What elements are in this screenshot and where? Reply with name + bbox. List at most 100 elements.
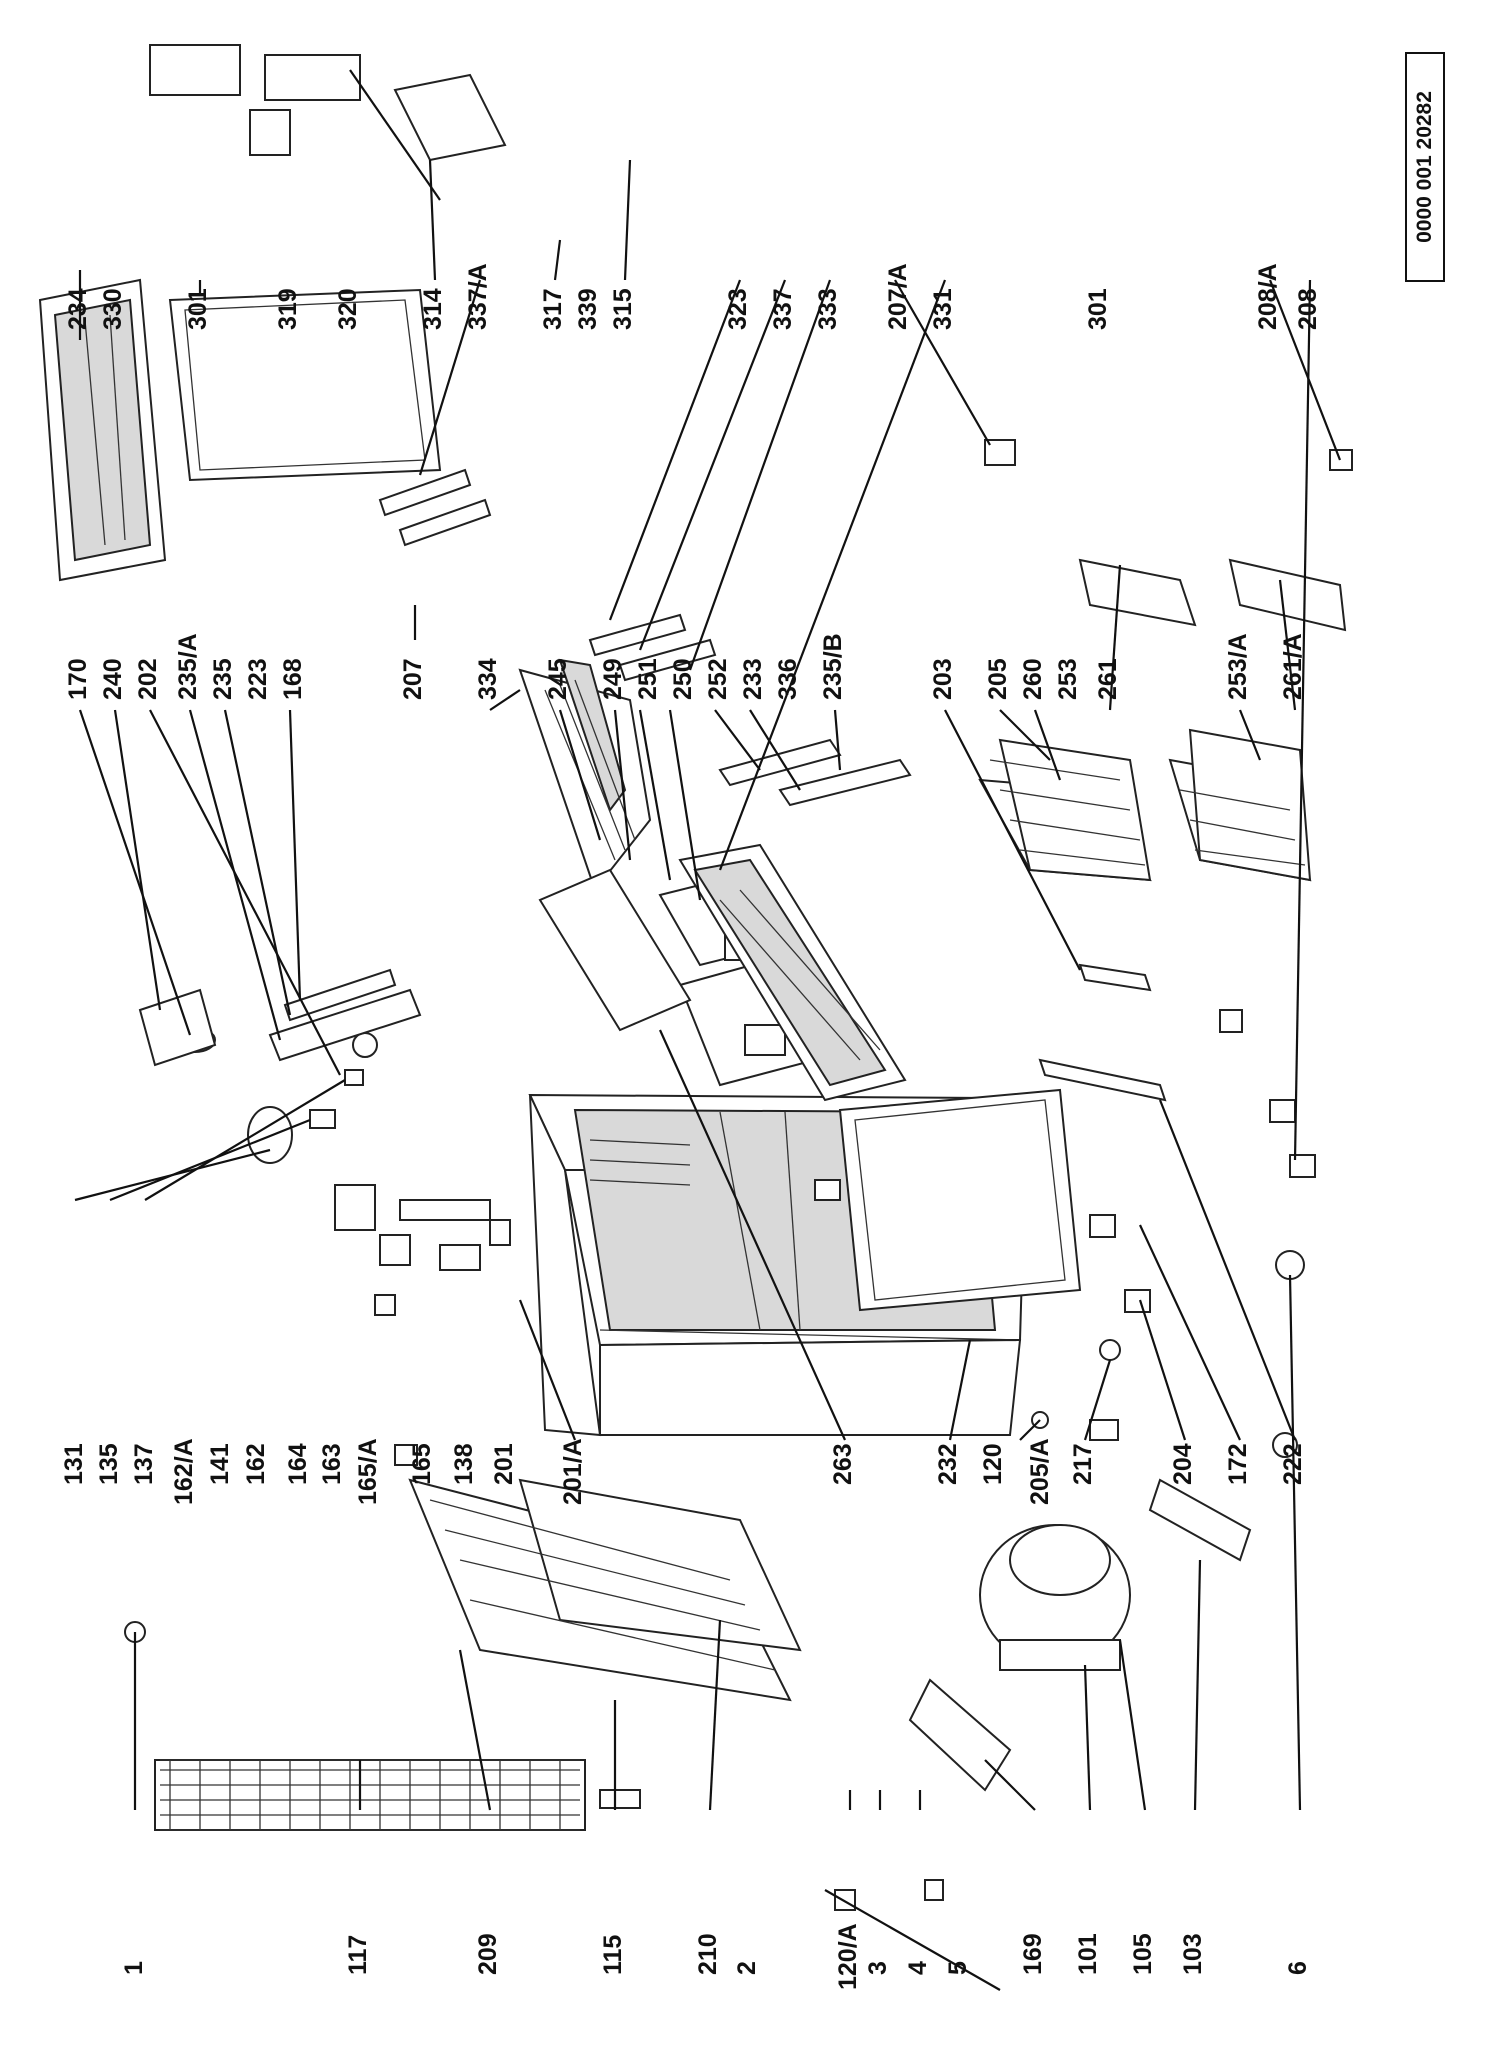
label-2: 2: [733, 1961, 761, 1975]
label-223: 223: [244, 658, 272, 700]
condenser-117: [154, 1759, 586, 1831]
basket-253: [978, 738, 1152, 882]
label-235b: 235/B: [819, 633, 847, 700]
label-240: 240: [99, 658, 127, 700]
label-205: 205: [984, 658, 1012, 700]
label-253: 253: [1054, 658, 1082, 700]
label-234: 234: [64, 288, 92, 330]
label-105: 105: [1129, 1933, 1157, 1975]
label-319: 319: [274, 288, 302, 330]
label-333: 333: [814, 288, 842, 330]
label-337: 337: [769, 288, 797, 330]
label-250: 250: [669, 658, 697, 700]
label-103: 103: [1179, 1933, 1207, 1975]
label-339: 339: [574, 288, 602, 330]
lower-misc-parts: [394, 439, 1353, 1466]
label-320: 320: [334, 288, 362, 330]
label-164: 164: [284, 1443, 312, 1485]
label-201a: 201/A: [559, 1438, 587, 1505]
label-252: 252: [704, 658, 732, 700]
condenser-tubes: [160, 1759, 580, 1831]
covers-261: [1078, 558, 1347, 632]
document-code: 0000 001 20282: [1405, 52, 1445, 282]
label-172: 172: [1224, 1443, 1252, 1485]
door-shelves-319-320: [149, 44, 361, 156]
small-parts: [124, 1214, 1305, 1991]
label-204: 204: [1169, 1443, 1197, 1485]
label-202: 202: [134, 658, 162, 700]
document-code-box: [1405, 52, 1445, 282]
label-170: 170: [64, 658, 92, 700]
label-138: 138: [450, 1443, 478, 1485]
label-120a: 120/A: [834, 1923, 862, 1990]
label-207a: 207/A: [884, 263, 912, 330]
label-209: 209: [474, 1933, 502, 1975]
label-314: 314: [419, 288, 447, 330]
callout-labels: 1 117 209 115 210 2 120/A 3 4 5 169 101 …: [60, 263, 1322, 1990]
label-201: 201: [490, 1443, 518, 1485]
label-301b: 301: [1084, 288, 1112, 330]
label-235a: 235/A: [174, 633, 202, 700]
label-3: 3: [864, 1961, 892, 1975]
compressor-101: [979, 1524, 1131, 1671]
label-330: 330: [99, 288, 127, 330]
base-plate-169: [908, 1678, 1012, 1792]
control-parts: [174, 1027, 511, 1316]
label-120: 120: [979, 1443, 1007, 1485]
glass-shelf: [538, 868, 692, 1032]
label-315: 315: [609, 288, 637, 330]
label-4: 4: [904, 1961, 932, 1975]
label-253a: 253/A: [1224, 633, 1252, 700]
label-165a: 165/A: [354, 1438, 382, 1505]
door-bars: [349, 69, 717, 682]
label-169: 169: [1019, 1933, 1047, 1975]
label-233: 233: [739, 658, 767, 700]
freezer-flaps: [268, 968, 422, 1062]
document-code-text: 0000 001 20282: [1413, 91, 1437, 243]
label-232: 232: [934, 1443, 962, 1485]
label-249: 249: [599, 658, 627, 700]
label-235: 235: [209, 658, 237, 700]
label-261: 261: [1094, 658, 1122, 700]
label-131: 131: [60, 1443, 88, 1485]
label-165: 165: [408, 1443, 436, 1485]
label-208: 208: [1294, 288, 1322, 330]
label-101: 101: [1074, 1933, 1102, 1975]
label-331: 331: [929, 288, 957, 330]
label-301: 301: [184, 288, 212, 330]
label-137: 137: [130, 1443, 158, 1485]
label-323: 323: [724, 288, 752, 330]
leader-lines: [74, 159, 1342, 1811]
label-261a: 261/A: [1279, 633, 1307, 700]
label-222: 222: [1279, 1443, 1307, 1485]
label-251: 251: [634, 658, 662, 700]
label-260: 260: [1019, 658, 1047, 700]
label-334: 334: [474, 658, 502, 700]
label-163: 163: [318, 1443, 346, 1485]
trims-233-336: [718, 738, 912, 807]
label-207: 207: [399, 658, 427, 700]
label-263: 263: [829, 1443, 857, 1485]
label-203: 203: [929, 658, 957, 700]
gasket-301b: [838, 1088, 1082, 1312]
label-208a: 208/A: [1254, 263, 1282, 330]
label-210: 210: [694, 1933, 722, 1975]
evaporator-grids: [408, 1478, 802, 1702]
label-337a: 337/A: [464, 263, 492, 330]
label-1: 1: [120, 1961, 148, 1975]
label-6: 6: [1284, 1961, 1312, 1975]
door-330: [38, 278, 167, 582]
label-205a: 205/A: [1026, 1438, 1054, 1505]
label-162: 162: [242, 1443, 270, 1485]
label-115: 115: [599, 1935, 627, 1975]
label-317: 317: [539, 288, 567, 330]
drip-tray-103: [1148, 1478, 1252, 1562]
label-162a: 162/A: [170, 1438, 198, 1505]
label-135: 135: [95, 1443, 123, 1485]
label-217: 217: [1069, 1443, 1097, 1485]
door-331: [678, 843, 907, 1102]
label-117: 117: [344, 1935, 372, 1975]
label-336: 336: [774, 658, 802, 700]
label-141: 141: [206, 1443, 234, 1485]
